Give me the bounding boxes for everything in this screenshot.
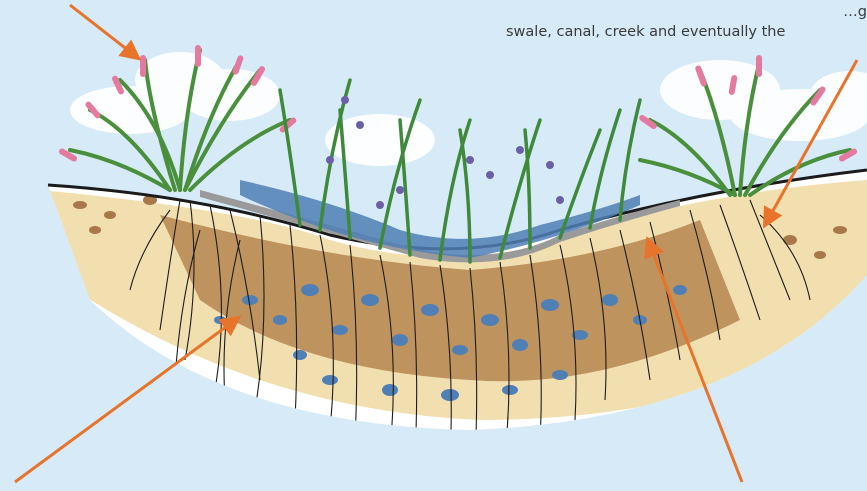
arrow-to-left-roots — [15, 318, 238, 482]
arrow-to-left-grass — [70, 5, 138, 58]
caption-line-1: …g — [506, 2, 867, 22]
caption-text: …g swale, canal, creek and eventually th… — [506, 2, 867, 42]
caption-line-2: swale, canal, creek and eventually the — [506, 22, 867, 42]
soil-cross-section — [0, 150, 867, 460]
